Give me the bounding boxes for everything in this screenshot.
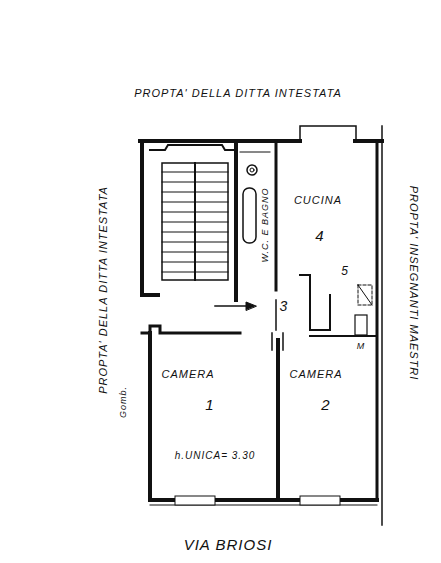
room-number: 1: [205, 397, 214, 414]
room-area: 3: [272, 296, 296, 318]
plan-label: Gomb.: [119, 386, 129, 418]
plan-label: VIA BRIOSI: [184, 537, 273, 554]
room-area: W.C. E BAGNO: [256, 160, 276, 290]
room-number: 4: [315, 228, 324, 245]
room-area: CUCINA 4: [280, 150, 375, 270]
room-name: 3: [280, 299, 289, 314]
plan-label: PROPTA' DELLA DITTA INTESTATA: [134, 87, 342, 99]
room-name: W.C. E BAGNO: [261, 187, 271, 262]
room-area: CAMERA 2: [280, 345, 375, 445]
plan-label: 5: [341, 265, 349, 278]
plan-label: PROPTA' DELLA DITTA INTESTATA: [97, 186, 109, 394]
plan-label: h.UNICA= 3.30: [175, 450, 256, 461]
plan-label: M: [357, 342, 366, 352]
plan-label: PROPTA' INSEGNANTI MAESTRI: [408, 186, 420, 381]
room-number: 2: [321, 397, 330, 414]
room-name: CUCINA: [294, 194, 342, 206]
room-name: CAMERA: [161, 368, 214, 380]
room-name: CAMERA: [289, 368, 342, 380]
room-area: CAMERA 1: [152, 345, 276, 445]
